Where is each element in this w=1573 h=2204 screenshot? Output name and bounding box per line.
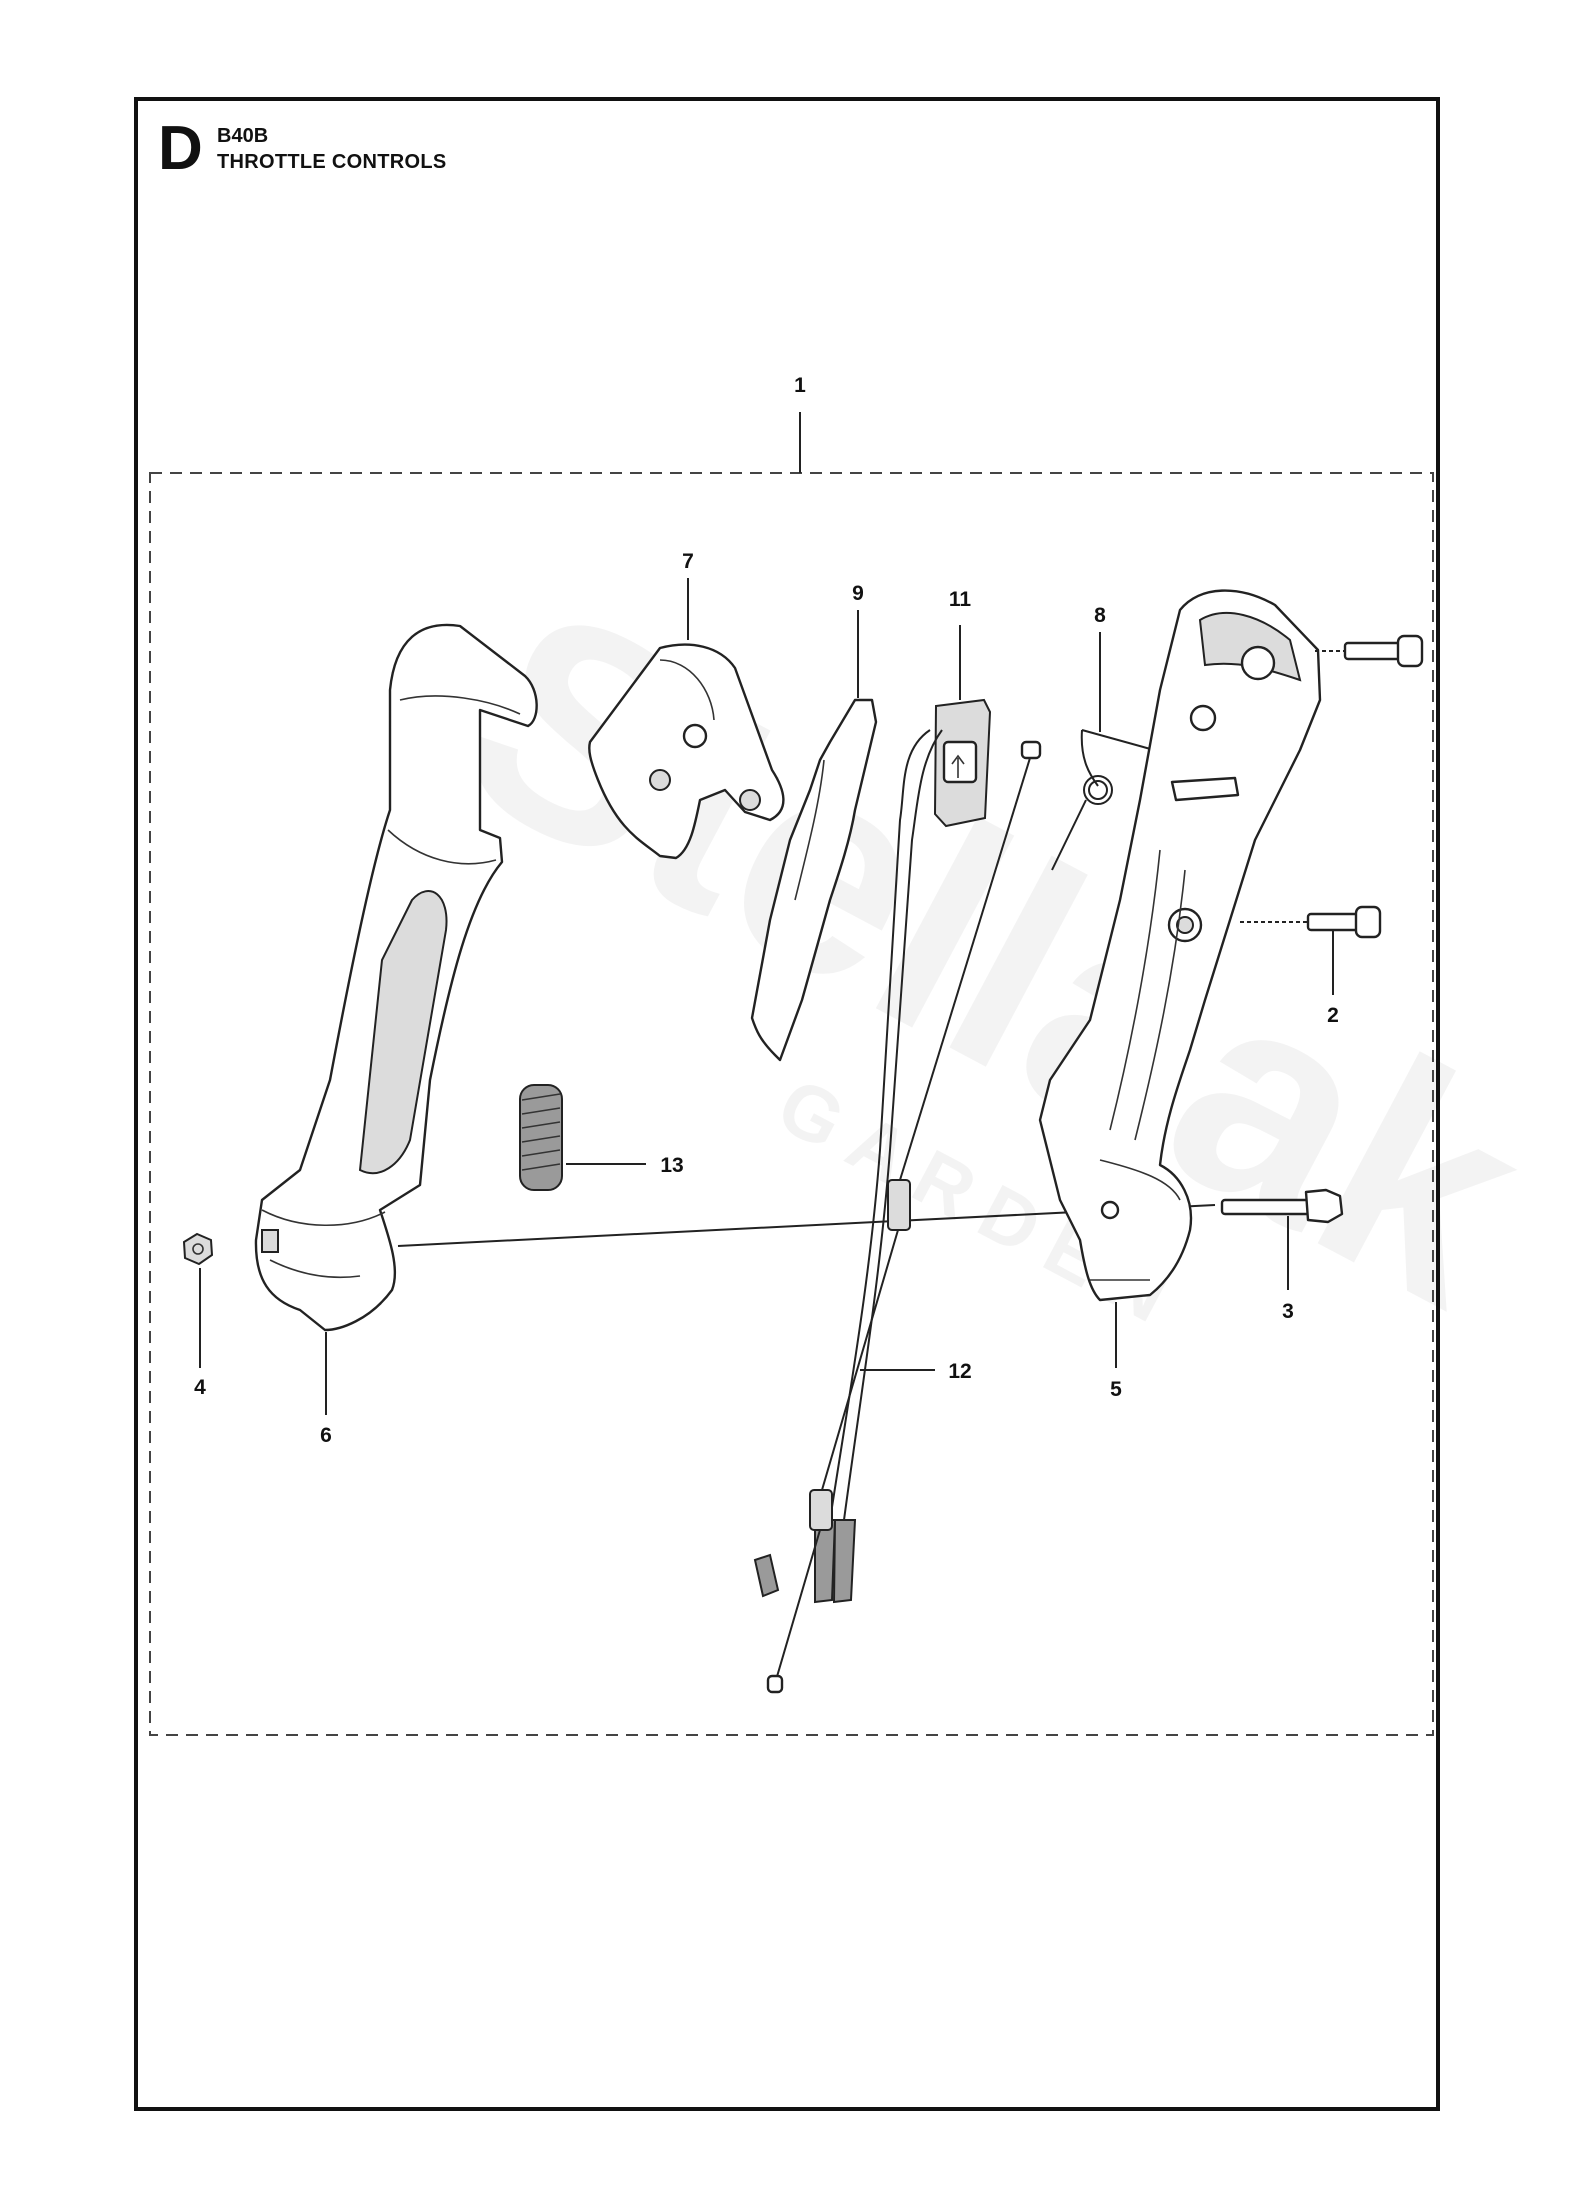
callout-13: 13 <box>660 1154 683 1177</box>
callout-9: 9 <box>852 582 864 605</box>
callout-3: 3 <box>1282 1300 1294 1323</box>
part-5-handle-right <box>1038 589 1322 1302</box>
callout-8: 8 <box>1094 604 1106 627</box>
callout-1: 1 <box>794 374 806 397</box>
part-3-bolt <box>1220 1188 1344 1224</box>
callout-12: 12 <box>948 1360 971 1383</box>
part-12-throttle-cable <box>766 740 1042 1694</box>
part-13-spring <box>519 1084 563 1191</box>
callout-6: 6 <box>320 1424 332 1447</box>
callout-7: 7 <box>682 550 694 573</box>
watermark: Stellaak GARDEN <box>415 539 1573 1369</box>
part-9-lockout-lever <box>750 698 878 1062</box>
section-letter: D <box>158 114 203 183</box>
part-2-screw-mid <box>1240 905 1382 939</box>
part-2-screw-top <box>1315 634 1424 668</box>
callout-5: 5 <box>1110 1378 1122 1401</box>
callout-2: 2 <box>1327 1004 1339 1027</box>
page-frame <box>134 97 1440 2111</box>
part-4-nut <box>182 1232 214 1266</box>
callout-4: 4 <box>194 1376 206 1399</box>
part-7-throttle-trigger <box>588 643 785 860</box>
model-name: B40B <box>217 125 269 147</box>
part-6-handle-left <box>254 623 538 1332</box>
diagram-title: THROTTLE CONTROLS <box>217 151 447 173</box>
part-11-stop-switch <box>753 698 992 1604</box>
callout-11: 11 <box>949 588 972 611</box>
kit-boundary <box>149 472 1434 1736</box>
